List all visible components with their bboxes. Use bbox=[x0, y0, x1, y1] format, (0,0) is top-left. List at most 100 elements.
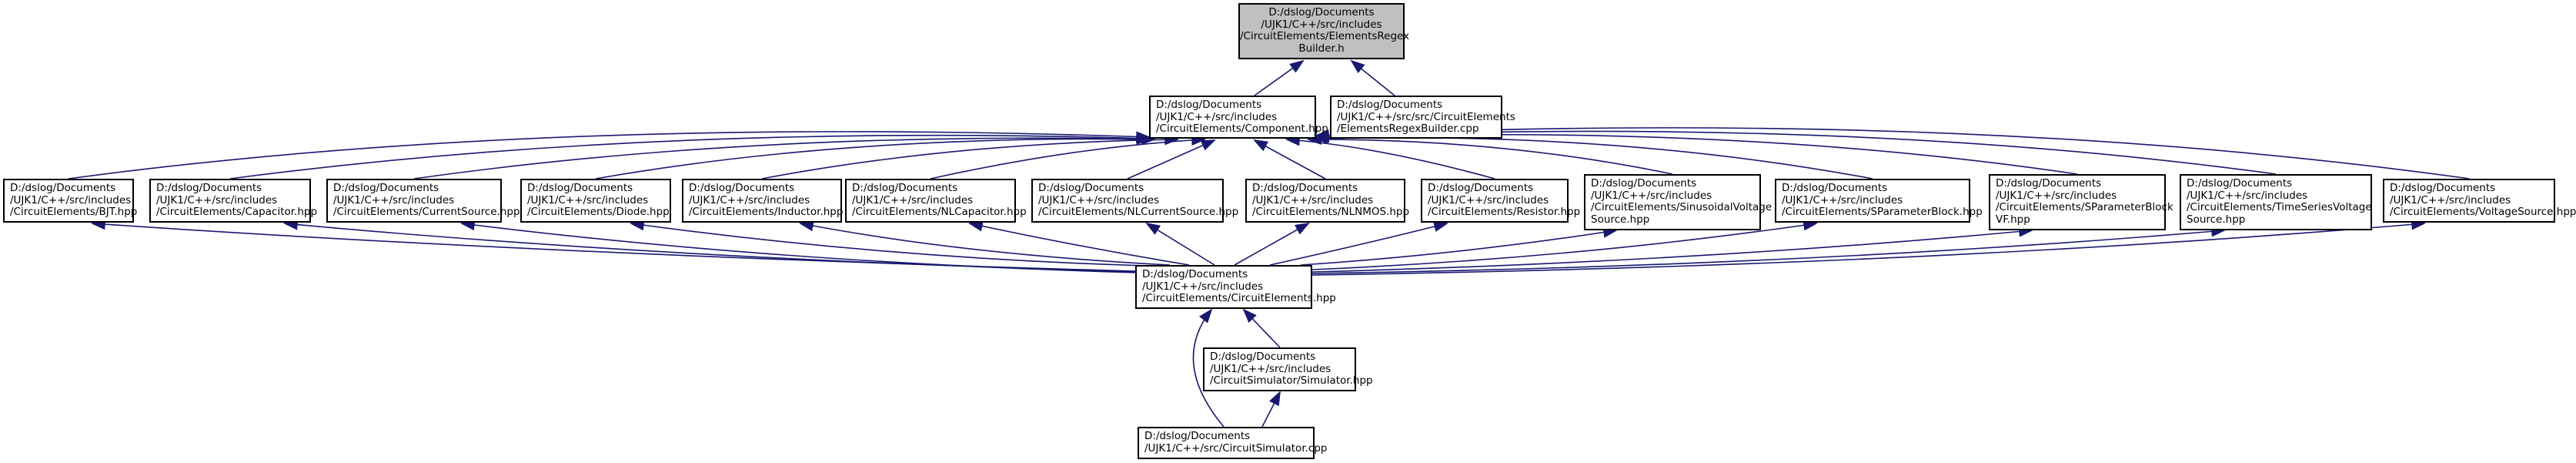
node-diode-hpp[interactable]: D:/dslog/Documents /UJK1/C++/src/include… bbox=[520, 179, 671, 223]
node-line: D:/dslog/Documents bbox=[1337, 99, 1443, 111]
edge-ce-to-capacitor bbox=[284, 223, 1137, 273]
node-line: /UJK1/C++/src/includes bbox=[156, 193, 278, 206]
edge-ce-to-resistor bbox=[1269, 223, 1448, 266]
edge-ce-to-nlcapacitor bbox=[969, 223, 1190, 266]
node-line: D:/dslog/Documents bbox=[156, 182, 262, 194]
node-line: /CircuitElements/NLCurrentSource.hpp bbox=[1038, 206, 1239, 218]
node-line: /CircuitElements/Component.hpp bbox=[1156, 122, 1328, 135]
edge-ce-to-nlcapacitor-arrowhead bbox=[967, 220, 984, 232]
node-sinusoidal-voltage-source-hpp[interactable]: D:/dslog/Documents /UJK1/C++/src/include… bbox=[1584, 174, 1772, 230]
edge-capacitor-to-component bbox=[229, 134, 1150, 179]
node-line: D:/dslog/Documents bbox=[1252, 182, 1358, 194]
node-line: /CircuitElements/Resistor.hpp bbox=[1428, 206, 1581, 218]
node-voltage-source-hpp[interactable]: D:/dslog/Documents /UJK1/C++/src/include… bbox=[2383, 179, 2576, 223]
node-line: /UJK1/C++/src/includes bbox=[1210, 362, 1331, 375]
node-elements-regex-builder-h[interactable]: D:/dslog/Documents /UJK1/C++/src/include… bbox=[1238, 3, 1410, 59]
node-line: /UJK1/C++/src/includes bbox=[10, 193, 132, 206]
node-line: /UJK1/C++/src/includes bbox=[1996, 189, 2117, 202]
node-line: /UJK1/C++/src/includes bbox=[689, 193, 810, 206]
node-line: /CircuitElements/VoltageSource.hpp bbox=[2390, 206, 2576, 218]
node-line: D:/dslog/Documents bbox=[1156, 99, 1262, 111]
node-nlcapacitor-hpp[interactable]: D:/dslog/Documents /UJK1/C++/src/include… bbox=[845, 179, 1027, 223]
node-circuit-simulator-cpp[interactable]: D:/dslog/Documents /UJK1/C++/src/Circuit… bbox=[1138, 427, 1328, 459]
node-line: /CircuitElements/CircuitElements.hpp bbox=[1142, 292, 1336, 304]
node-line: D:/dslog/Documents bbox=[2390, 182, 2496, 194]
node-line: D:/dslog/Documents bbox=[1268, 6, 1375, 18]
edge-ce-to-current-source bbox=[461, 223, 1138, 273]
edge-ce-to-sinusoidal bbox=[1300, 230, 1617, 266]
edge-nlnmos-to-component bbox=[1254, 139, 1326, 179]
node-line: /UJK1/C++/src/includes bbox=[1782, 193, 1903, 206]
edge-inductor-to-component bbox=[761, 139, 1178, 179]
node-line: /UJK1/C++/src/includes bbox=[1591, 189, 1712, 202]
node-line: /UJK1/C++/src/includes bbox=[1142, 280, 1264, 293]
edge-csc-to-ce bbox=[1192, 309, 1225, 428]
node-line: D:/dslog/Documents bbox=[1996, 177, 2102, 190]
node-line: /CircuitElements/SinusoidalVoltage bbox=[1591, 201, 1772, 213]
node-line: /UJK1/C++/src/includes bbox=[527, 193, 649, 206]
node-sparameter-block-vf-hpp[interactable]: D:/dslog/Documents /UJK1/C++/src/include… bbox=[1989, 174, 2173, 230]
node-line: /CircuitElements/CurrentSource.hpp bbox=[333, 206, 520, 218]
edge-ce-to-nlcurrent-source-arrowhead bbox=[1145, 222, 1161, 235]
edge-sparameter-block-vf-to-component bbox=[1315, 133, 2078, 175]
edge-ce-to-time-series bbox=[1311, 230, 2225, 274]
node-inductor-hpp[interactable]: D:/dslog/Documents /UJK1/C++/src/include… bbox=[682, 179, 843, 223]
node-current-source-hpp[interactable]: D:/dslog/Documents /UJK1/C++/src/include… bbox=[326, 179, 520, 223]
edge-ce-to-nlnmos-arrowhead bbox=[1294, 222, 1310, 235]
edge-diode-to-component bbox=[595, 138, 1155, 179]
node-nlnmos-hpp[interactable]: D:/dslog/Documents /UJK1/C++/src/include… bbox=[1245, 179, 1410, 223]
node-line: /CircuitElements/Capacitor.hpp bbox=[156, 206, 318, 218]
edge-ce-to-voltage-source bbox=[1311, 223, 2425, 276]
node-component-hpp[interactable]: D:/dslog/Documents /UJK1/C++/src/include… bbox=[1149, 96, 1328, 139]
edge-nlcurrent-source-to-component-arrowhead bbox=[1200, 139, 1216, 151]
node-line: D:/dslog/Documents bbox=[527, 182, 633, 194]
node-resistor-hpp[interactable]: D:/dslog/Documents /UJK1/C++/src/include… bbox=[1421, 179, 1581, 223]
node-capacitor-hpp[interactable]: D:/dslog/Documents /UJK1/C++/src/include… bbox=[149, 179, 318, 223]
edge-resistor-to-component bbox=[1286, 139, 1495, 179]
node-line: Source.hpp bbox=[1591, 213, 1650, 226]
node-time-series-voltage-source-hpp[interactable]: D:/dslog/Documents /UJK1/C++/src/include… bbox=[2180, 174, 2372, 230]
edge-csc-to-simulator-arrowhead bbox=[1269, 391, 1281, 407]
edge-voltage-source-to-component bbox=[1315, 127, 2470, 179]
node-line: /UJK1/C++/src/includes bbox=[1252, 193, 1374, 206]
node-line: /CircuitElements/SParameterBlock bbox=[1996, 201, 2173, 213]
node-line: Builder.h bbox=[1298, 42, 1345, 55]
node-line: D:/dslog/Documents bbox=[2187, 177, 2293, 190]
node-bjt-hpp[interactable]: D:/dslog/Documents /UJK1/C++/src/include… bbox=[3, 179, 137, 223]
node-line: /UJK1/C++/src/includes bbox=[1261, 18, 1382, 31]
node-line: /CircuitElements/Diode.hpp bbox=[527, 206, 670, 218]
edge-nlnmos-to-component-arrowhead bbox=[1253, 139, 1269, 152]
node-nlcurrent-source-hpp[interactable]: D:/dslog/Documents /UJK1/C++/src/include… bbox=[1031, 179, 1239, 223]
node-line: /CircuitElements/NLCapacitor.hpp bbox=[852, 206, 1027, 218]
node-line: /UJK1/C++/src/includes bbox=[1156, 110, 1278, 123]
node-line: D:/dslog/Documents bbox=[1142, 268, 1248, 280]
edge-nlcapacitor-to-component bbox=[930, 139, 1205, 179]
node-line: /CircuitElements/ElementsRegex bbox=[1240, 30, 1410, 42]
edge-ce-to-sparameter-block-vf bbox=[1311, 230, 2033, 273]
node-line: /UJK1/C++/src/includes bbox=[2187, 189, 2308, 202]
node-sparameter-block-hpp[interactable]: D:/dslog/Documents /UJK1/C++/src/include… bbox=[1775, 179, 1983, 223]
node-line: D:/dslog/Documents bbox=[689, 182, 795, 194]
node-line: VF.hpp bbox=[1996, 213, 2030, 226]
node-circuit-elements-hpp[interactable]: D:/dslog/Documents /UJK1/C++/src/include… bbox=[1135, 265, 1336, 309]
node-line: /CircuitSimulator/Simulator.hpp bbox=[1210, 374, 1373, 387]
node-simulator-hpp[interactable]: D:/dslog/Documents /UJK1/C++/src/include… bbox=[1203, 347, 1373, 391]
edge-ce-to-diode bbox=[630, 223, 1148, 267]
edge-ce-to-nlcurrent-source bbox=[1146, 223, 1215, 266]
node-line: /UJK1/C++/src/includes bbox=[1428, 193, 1549, 206]
edge-ce-to-inductor bbox=[800, 223, 1171, 266]
node-line: /ElementsRegexBuilder.cpp bbox=[1337, 122, 1479, 135]
node-line: D:/dslog/Documents bbox=[852, 182, 958, 194]
node-line: /UJK1/C++/src/CircuitSimulator.cpp bbox=[1144, 441, 1328, 455]
edge-ce-to-sparameter-block bbox=[1311, 223, 1817, 270]
node-line: /CircuitElements/NLNMOS.hpp bbox=[1252, 206, 1410, 218]
edge-diode-to-component-arrowhead bbox=[1141, 133, 1157, 145]
edge-current-source-to-component bbox=[413, 137, 1151, 179]
edge-erb-to-root-arrowhead bbox=[1350, 59, 1365, 74]
node-elements-regex-builder-cpp[interactable]: D:/dslog/Documents /UJK1/C++/src/src/Cir… bbox=[1330, 96, 1515, 139]
edge-simulator-to-ce-arrowhead bbox=[1242, 308, 1257, 323]
edge-sinusoidal-to-component bbox=[1308, 139, 1673, 175]
node-line: /UJK1/C++/src/includes bbox=[852, 193, 974, 206]
node-line: /CircuitElements/TimeSeriesVoltage bbox=[2187, 201, 2372, 213]
